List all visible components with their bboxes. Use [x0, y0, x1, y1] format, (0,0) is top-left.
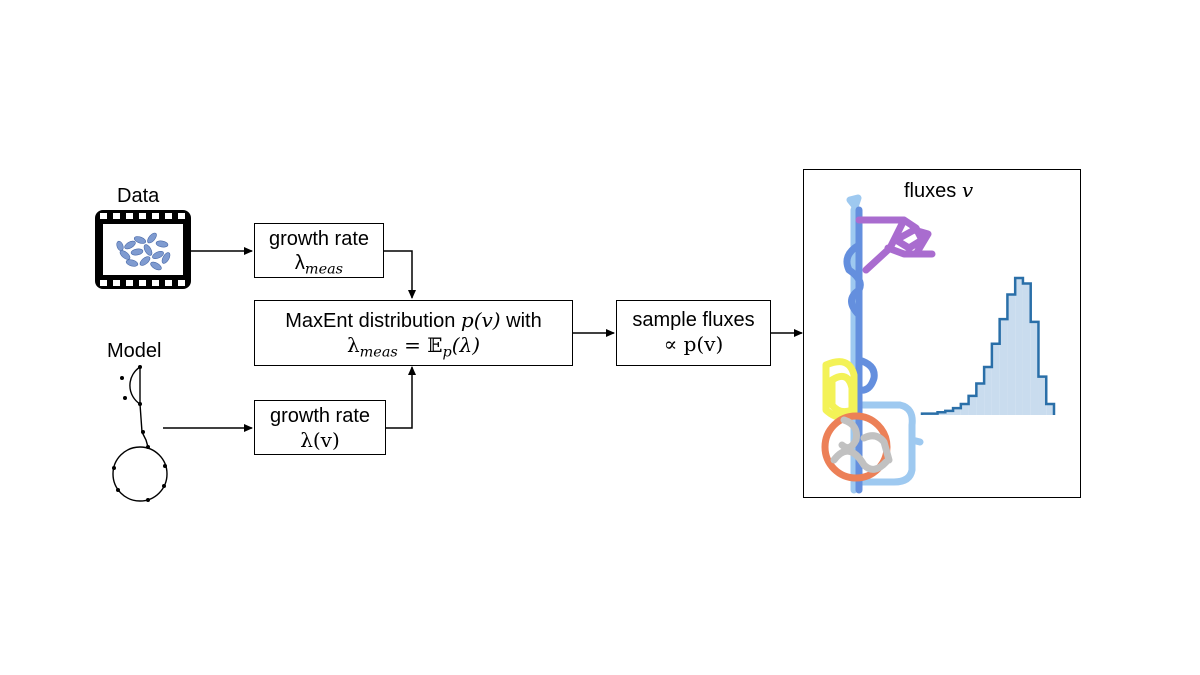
arrow-growth-meas-to-maxent: [384, 250, 416, 299]
flux-pathway-purple: [855, 216, 936, 274]
data-label: Data: [117, 185, 160, 207]
growth-rate-label: growth rate: [269, 405, 371, 427]
lambda-meas-symbol: λmeas: [294, 252, 344, 278]
histogram-bar-13: [1022, 283, 1031, 415]
flux-histogram: [920, 276, 1056, 415]
growth-rate-model-box: growth rate λ(v): [254, 400, 386, 455]
maxent-constraint-line: λmeas = 𝔼p(λ): [346, 333, 481, 361]
histogram-bar-16: [1046, 404, 1054, 415]
flux-pathway-blue: [843, 206, 878, 494]
arrow-growth-model-to-maxent: [385, 366, 416, 429]
histogram-bar-4: [953, 408, 961, 415]
model-label: Model: [107, 340, 162, 362]
sample-fluxes-box: sample fluxes ∝ p(v): [616, 300, 771, 366]
histogram-bar-14: [1030, 321, 1039, 415]
sample-fluxes-label: sample fluxes: [632, 309, 755, 331]
maxent-distribution-box: MaxEnt distribution p(v) with λmeas = 𝔼p…: [254, 300, 573, 366]
cells-icon: [116, 232, 171, 271]
maxent-title-line: MaxEnt distribution p(v) with: [285, 308, 542, 332]
model-network-icon: [112, 365, 168, 502]
proportional-to-label: ∝ p(v): [663, 332, 724, 356]
histogram-bar-2: [937, 412, 946, 415]
histogram-bar-15: [1038, 376, 1047, 415]
histogram-outline: [920, 276, 1056, 415]
fluxes-network-svg: [821, 194, 936, 494]
flux-pathway-gray: [830, 416, 893, 473]
fluxes-title: fluxes v: [904, 178, 974, 202]
histogram-bar-3: [945, 410, 954, 415]
histogram-bar-12: [1015, 278, 1023, 415]
growth-rate-label: growth rate: [268, 228, 370, 250]
histogram-bar-11: [1007, 294, 1016, 415]
lambda-v-symbol: λ(v): [300, 428, 340, 452]
fluxes-panel: fluxes v: [803, 169, 1081, 498]
histogram-bar-10: [999, 319, 1008, 415]
growth-rate-measured-box: growth rate λmeas: [254, 223, 384, 278]
histogram-bar-7: [976, 383, 985, 415]
histogram-bar-9: [991, 343, 1000, 415]
histogram-bar-6: [968, 395, 977, 415]
film-icon: [95, 210, 191, 289]
histogram-bar-8: [984, 367, 992, 415]
histogram-bar-5: [960, 404, 969, 415]
